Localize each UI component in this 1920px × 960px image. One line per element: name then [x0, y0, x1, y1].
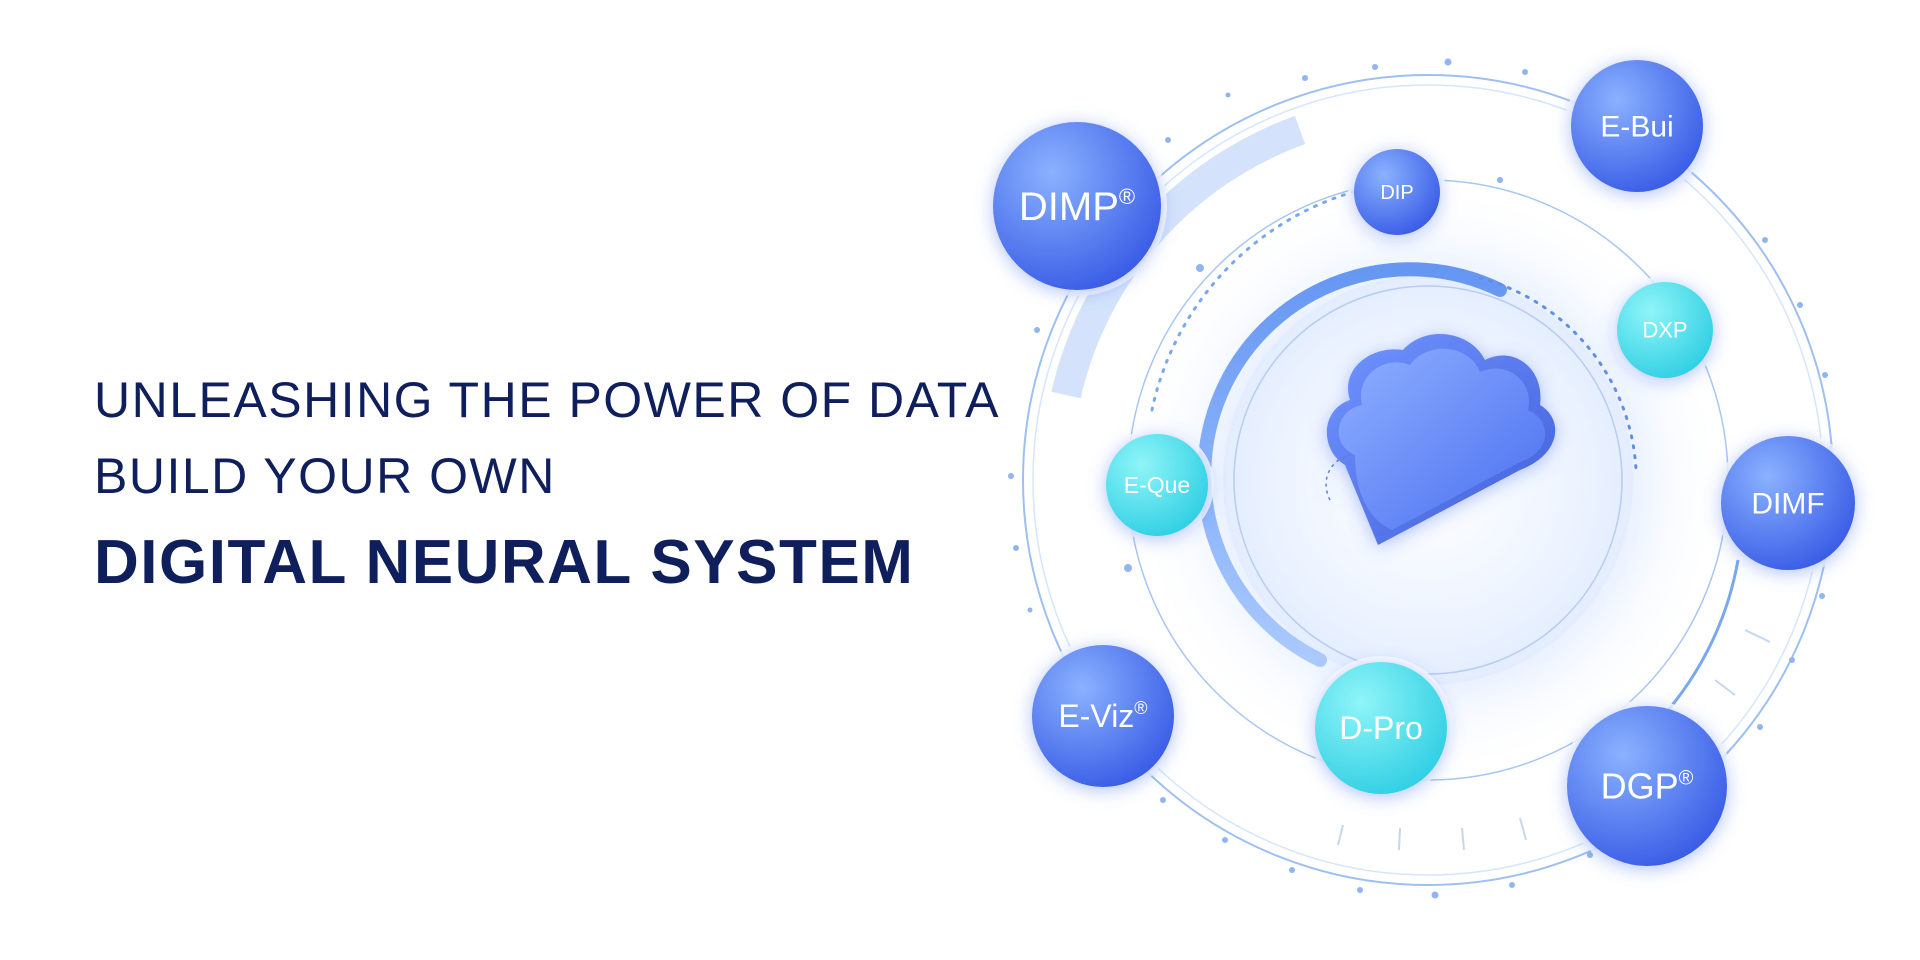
cloud-icon [1325, 333, 1556, 545]
dotted-arc-left [1150, 188, 1362, 412]
registered-mark: ® [1134, 698, 1147, 718]
node-dip[interactable]: DIP [1348, 143, 1446, 241]
node-dimp[interactable]: DIMP® [987, 116, 1167, 296]
node-eviz[interactable]: E-Viz® [1026, 639, 1180, 793]
node-label: DIMF [1751, 488, 1824, 521]
dotted-arc-right [1478, 276, 1638, 472]
node-label: DGP® [1601, 766, 1694, 807]
node-ebui[interactable]: E-Bui [1565, 54, 1709, 198]
node-dxp[interactable]: DXP [1611, 276, 1719, 384]
node-label: E-Que [1124, 472, 1190, 498]
node-circle [1032, 645, 1174, 787]
node-circle [1106, 434, 1208, 536]
node-label: DIMP® [1019, 184, 1135, 229]
tick-marks [1337, 629, 1771, 851]
node-label: DXP [1642, 318, 1687, 343]
node-circle [1721, 436, 1855, 570]
node-eque[interactable]: E-Que [1100, 428, 1214, 542]
node-circle [1567, 706, 1727, 866]
node-dimf[interactable]: DIMF [1715, 430, 1861, 576]
registered-mark: ® [1119, 184, 1135, 209]
core-arc [1197, 262, 1507, 667]
registered-mark: ® [1679, 768, 1694, 790]
node-dgp[interactable]: DGP® [1561, 700, 1733, 872]
node-circle [1571, 60, 1703, 192]
node-circle [1617, 282, 1713, 378]
headline-line-1: UNLEASHING THE POWER OF DATA [94, 372, 1000, 428]
node-circle [993, 122, 1161, 290]
headline-line-3: DIGITAL NEURAL SYSTEM [94, 528, 915, 597]
node-circle [1315, 662, 1447, 794]
node-label: D-Pro [1339, 710, 1423, 746]
node-label: DIP [1380, 182, 1413, 204]
hero-text: UNLEASHING THE POWER OF DATA BUILD YOUR … [94, 362, 1000, 608]
node-label: E-Bui [1600, 111, 1673, 144]
node-label: E-Viz® [1058, 698, 1147, 734]
node-circle [1354, 149, 1440, 235]
node-dpro[interactable]: D-Pro [1309, 656, 1453, 800]
scatter-dots [1008, 58, 1833, 899]
headline-line-2: BUILD YOUR OWN [94, 448, 556, 504]
